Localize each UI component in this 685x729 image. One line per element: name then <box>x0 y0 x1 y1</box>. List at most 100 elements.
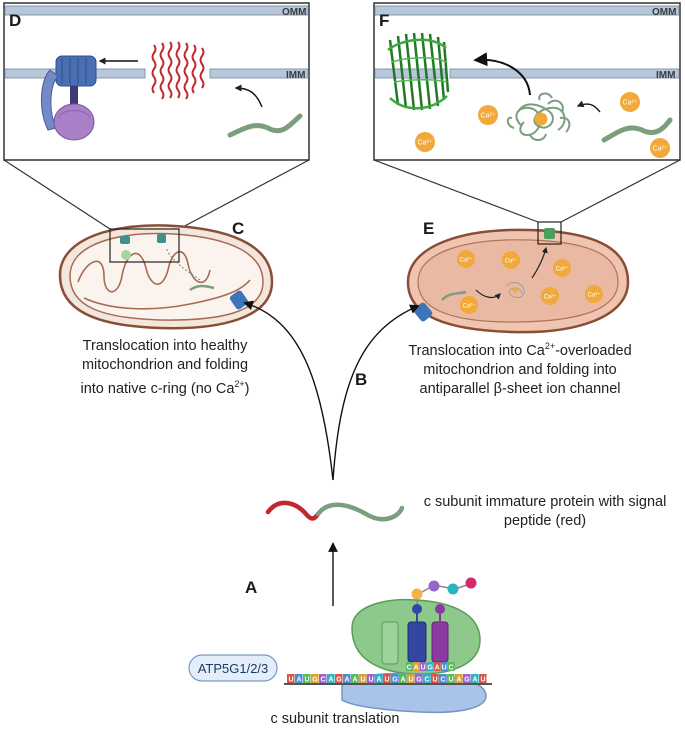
atp-synthase-icon <box>40 55 97 141</box>
nucleotide-block <box>351 674 359 683</box>
overloaded-mitochondrion <box>406 221 630 334</box>
nucleotide-block <box>327 674 335 683</box>
c-ring-helices-icon <box>151 41 205 100</box>
immature-protein <box>265 500 405 522</box>
nucleotide-letter: A <box>400 677 405 684</box>
calcium-ion-label: Ca²⁺ <box>556 266 569 273</box>
signal-peptide <box>265 500 321 521</box>
anticodon-block <box>448 662 455 671</box>
nucleotide-block <box>479 674 487 683</box>
nucleotide-block <box>415 674 423 683</box>
nucleotide-letter: G <box>392 677 398 684</box>
nucleotide-letter: C <box>424 677 429 684</box>
panel-label-e: E <box>423 219 435 238</box>
healthy-mitochondrion <box>58 224 274 330</box>
calcium-ion-label: Ca²⁺ <box>544 294 557 301</box>
anticodon-block <box>441 662 448 671</box>
panel-label-d: D <box>9 11 22 30</box>
caption-healthy-line3-pre: into native c-ring (no Ca <box>80 380 235 397</box>
nucleotide-block <box>335 674 343 683</box>
nucleotide-block <box>303 674 311 683</box>
calcium-ion-label: Ca²⁺ <box>460 257 473 264</box>
mature-peptide-d <box>227 113 303 138</box>
nucleotide-letter: G <box>464 677 470 684</box>
caption-overload-line1: Translocation into Ca2+-overloaded <box>385 337 655 361</box>
mini-atp-synthase-icon <box>120 234 166 260</box>
calcium-ion: Ca²⁺ <box>457 250 475 268</box>
nucleotide-block <box>295 674 303 683</box>
nucleotide-block <box>319 674 327 683</box>
beta-barrel-channel-icon <box>387 32 450 111</box>
branch-arrows <box>243 300 420 481</box>
nucleotide-letter: U <box>384 677 389 684</box>
omm-membrane-left <box>4 5 309 16</box>
nucleotide-letter: A <box>344 677 349 684</box>
anticodon-letter: C <box>449 665 454 672</box>
nucleotide-letter: A <box>296 677 301 684</box>
nucleotide-block <box>383 674 391 683</box>
imm-membrane-left-b <box>209 68 309 79</box>
nucleotide-block <box>399 674 407 683</box>
nucleotide-letter: C <box>440 677 445 684</box>
caption-healthy-line2: mitochondrion and folding <box>81 357 249 373</box>
nucleotide-block <box>343 674 351 683</box>
imm-label-right: IMM <box>656 70 676 81</box>
caption-overload: Translocation into Ca2+-overloaded mitoc… <box>385 337 655 399</box>
nucleotide-block <box>471 674 479 683</box>
anticodon-letter: U <box>442 665 447 672</box>
imm-label-left: IMM <box>286 70 306 81</box>
caption-overload-line3: antiparallel β-sheet ion channel <box>419 380 621 397</box>
amino-acid-chain-icon <box>411 577 477 605</box>
mini-peptide-c <box>189 284 215 292</box>
anticodon-block <box>427 662 434 671</box>
omm-label-left: OMM <box>282 7 307 18</box>
nucleotide-letter: U <box>288 677 293 684</box>
mini-aggregate-icon <box>505 282 525 298</box>
anticodon-letter: A <box>435 665 440 672</box>
calcium-ion: Ca²⁺ <box>585 285 603 303</box>
anticodon-letter: U <box>421 665 426 672</box>
nucleotide-letter: G <box>416 677 422 684</box>
mini-peptide-e <box>441 290 467 301</box>
panel-label-b: B <box>355 370 368 389</box>
anticodon-letter: G <box>427 665 433 672</box>
panel-d-inset <box>3 2 310 161</box>
nucleotide-block <box>375 674 383 683</box>
omm-label-right: OMM <box>652 7 677 18</box>
anticodon-block <box>406 662 413 671</box>
imm-membrane-right-b <box>449 68 680 79</box>
calcium-ion: Ca²⁺ <box>415 132 435 152</box>
panel-label-c: C <box>232 219 245 238</box>
nucleotide-letter: C <box>320 677 325 684</box>
gene-label-pill <box>188 654 278 682</box>
omm-membrane-right <box>374 5 680 16</box>
nucleotide-block <box>463 674 471 683</box>
caption-healthy-line3-sup: 2+ <box>234 379 245 389</box>
caption-healthy-line3: into native c-ring (no Ca2+) <box>30 375 300 399</box>
caption-healthy-line1: Translocation into healthy <box>82 338 248 354</box>
nucleotide-letter: U <box>368 677 373 684</box>
caption-immature-line1: c subunit immature protein with signal <box>423 494 667 510</box>
mini-arrow-e1 <box>475 289 501 300</box>
anticodon-letter: C <box>407 665 412 672</box>
nucleotide-block <box>455 674 463 683</box>
ca-ions: Ca²⁺Ca²⁺Ca²⁺Ca²⁺Ca²⁺Ca²⁺Ca²⁺Ca²⁺Ca²⁺Ca²⁺ <box>415 92 670 314</box>
caption-overload-line1-sup: 2+ <box>544 341 556 351</box>
nucleotide-block <box>431 674 439 683</box>
caption-immature-line2: peptide (red) <box>503 513 587 529</box>
calcium-ion-label: Ca²⁺ <box>588 292 601 299</box>
mature-peptide-f <box>601 117 673 143</box>
nucleotide-letter: U <box>432 677 437 684</box>
ca-ion-aggregate <box>534 112 548 126</box>
nucleotide-block <box>359 674 367 683</box>
caption-translation: c subunit translation <box>270 711 400 727</box>
arrow-aggregate-to-barrel <box>473 52 531 96</box>
caption-overload-line1-post: -overloaded <box>555 342 632 359</box>
nucleotide-letter: U <box>304 677 309 684</box>
calcium-ion-label: Ca²⁺ <box>418 140 433 147</box>
calcium-ion: Ca²⁺ <box>541 287 559 305</box>
inset-connector-lines <box>3 159 681 230</box>
calcium-ion-label: Ca²⁺ <box>653 146 668 153</box>
anticodon-block <box>434 662 441 671</box>
